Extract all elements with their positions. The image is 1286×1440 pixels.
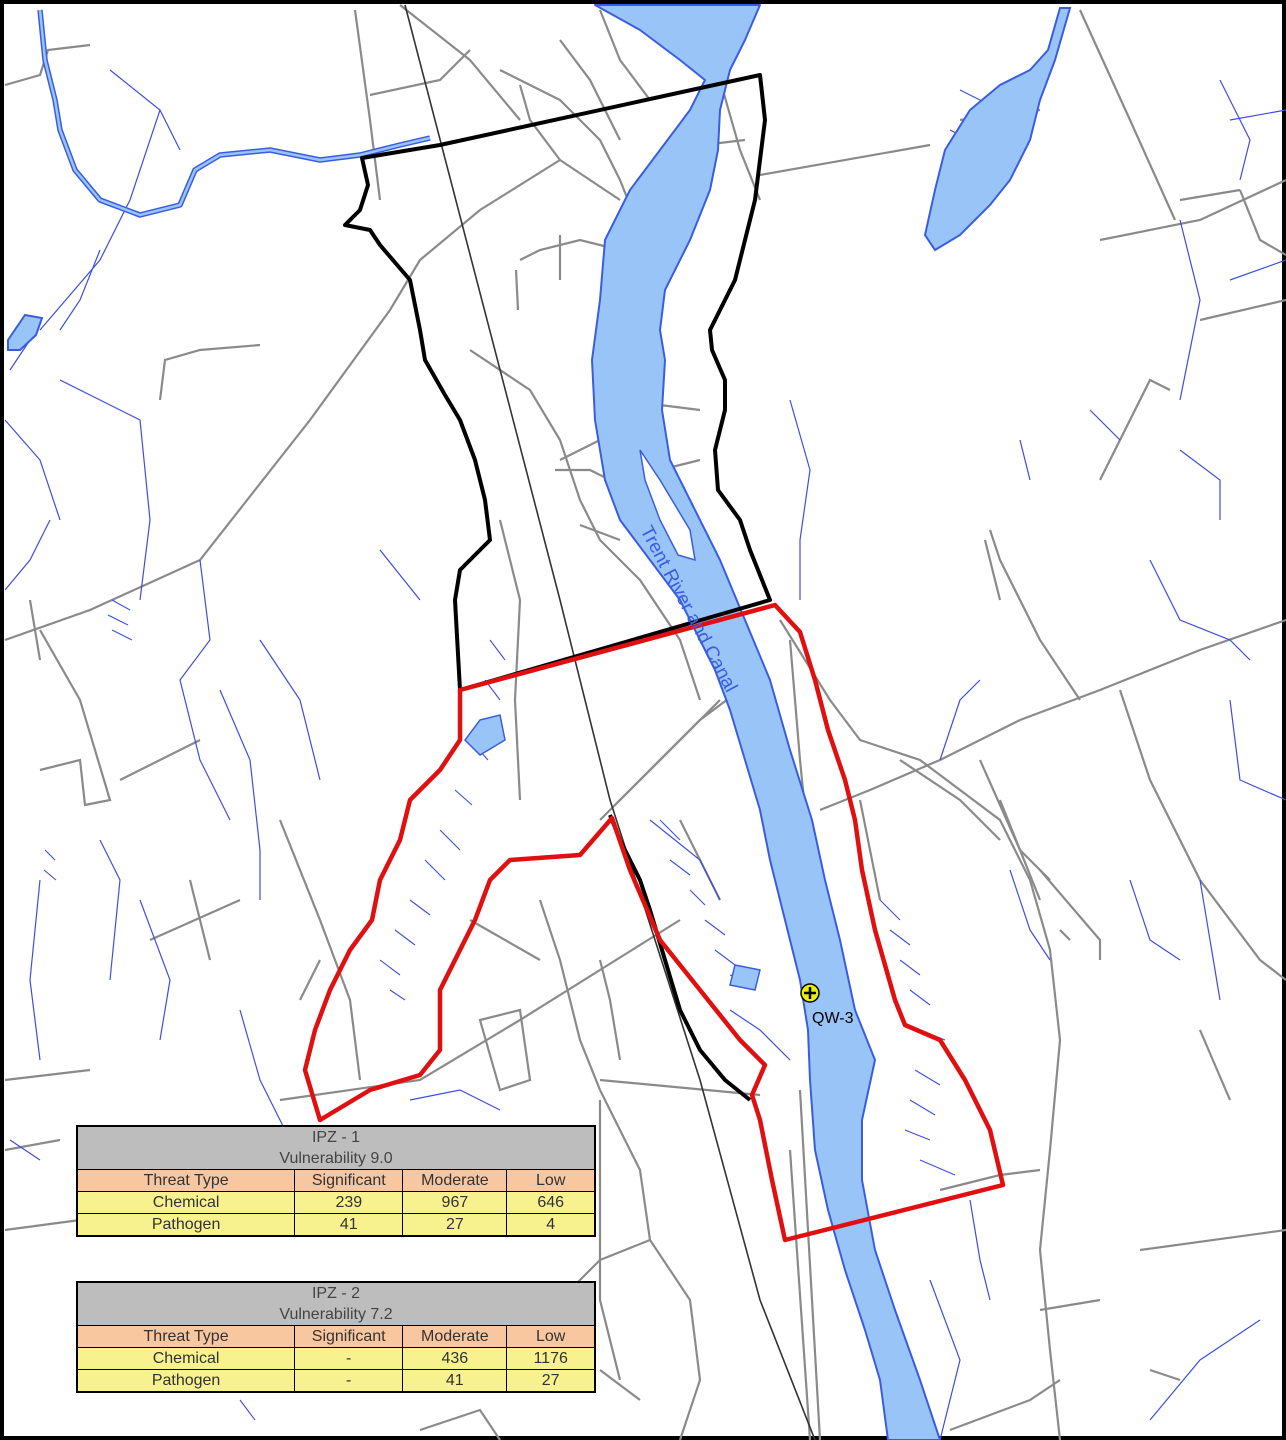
table-cell: Pathogen <box>76 1213 296 1237</box>
intake-protection-zone-outline <box>302 602 1006 1243</box>
table-cell: Chemical <box>76 1191 296 1214</box>
column-header: Low <box>506 1169 596 1192</box>
main-river <box>591 4 941 1440</box>
lake-northeast <box>923 7 1072 252</box>
table-title: IPZ - 1 <box>311 1129 360 1146</box>
table-row: Pathogen 41 27 4 <box>76 1213 596 1237</box>
ipz-1-threat-table: IPZ - 1 Vulnerability 9.0 Threat Type Si… <box>76 1125 596 1237</box>
table-cell: 27 <box>506 1369 596 1393</box>
table-cell: 1176 <box>506 1347 596 1370</box>
column-header: Significant <box>294 1169 404 1192</box>
table-vulnerability: Vulnerability 9.0 <box>279 1150 393 1167</box>
table-row: Chemical - 436 1176 <box>76 1347 596 1370</box>
pond-small <box>729 964 761 991</box>
table-cell: 27 <box>402 1213 508 1237</box>
table-cell: - <box>294 1347 404 1370</box>
table-cell: Chemical <box>76 1347 296 1370</box>
table-row: Pathogen - 41 27 <box>76 1369 596 1393</box>
table-row: Chemical 239 967 646 <box>76 1191 596 1214</box>
table-header: IPZ - 1 Vulnerability 9.0 <box>76 1125 596 1170</box>
column-header: Moderate <box>402 1169 508 1192</box>
table-cell: 967 <box>402 1191 508 1214</box>
ipz-2-threat-table: IPZ - 2 Vulnerability 7.2 Threat Type Si… <box>76 1281 596 1393</box>
table-vulnerability: Vulnerability 7.2 <box>279 1306 393 1323</box>
column-header: Significant <box>294 1325 404 1348</box>
table-cell: Pathogen <box>76 1369 296 1393</box>
railway-line <box>404 4 816 1440</box>
table-cell: 41 <box>294 1213 404 1237</box>
table-cell: 41 <box>402 1369 508 1393</box>
column-header: Threat Type <box>76 1169 296 1192</box>
streams <box>4 69 1286 1440</box>
column-header: Threat Type <box>76 1325 296 1348</box>
table-cell: 436 <box>402 1347 508 1370</box>
table-title: IPZ - 2 <box>311 1285 360 1302</box>
well-marker[interactable] <box>800 983 820 1003</box>
pond <box>464 714 506 756</box>
small-lake <box>7 313 44 351</box>
table-cell: 646 <box>506 1191 596 1214</box>
table-column-headers: Threat Type Significant Moderate Low <box>76 1325 596 1348</box>
table-column-headers: Threat Type Significant Moderate Low <box>76 1169 596 1192</box>
table-cell: 239 <box>294 1191 404 1214</box>
column-header: Moderate <box>402 1325 508 1348</box>
table-cell: - <box>294 1369 404 1393</box>
table-header: IPZ - 2 Vulnerability 7.2 <box>76 1281 596 1326</box>
well-label: QW-3 <box>812 1010 854 1027</box>
river-island <box>639 449 696 562</box>
wellhead-protection-area <box>343 73 772 692</box>
column-header: Low <box>506 1325 596 1348</box>
table-cell: 4 <box>506 1213 596 1237</box>
